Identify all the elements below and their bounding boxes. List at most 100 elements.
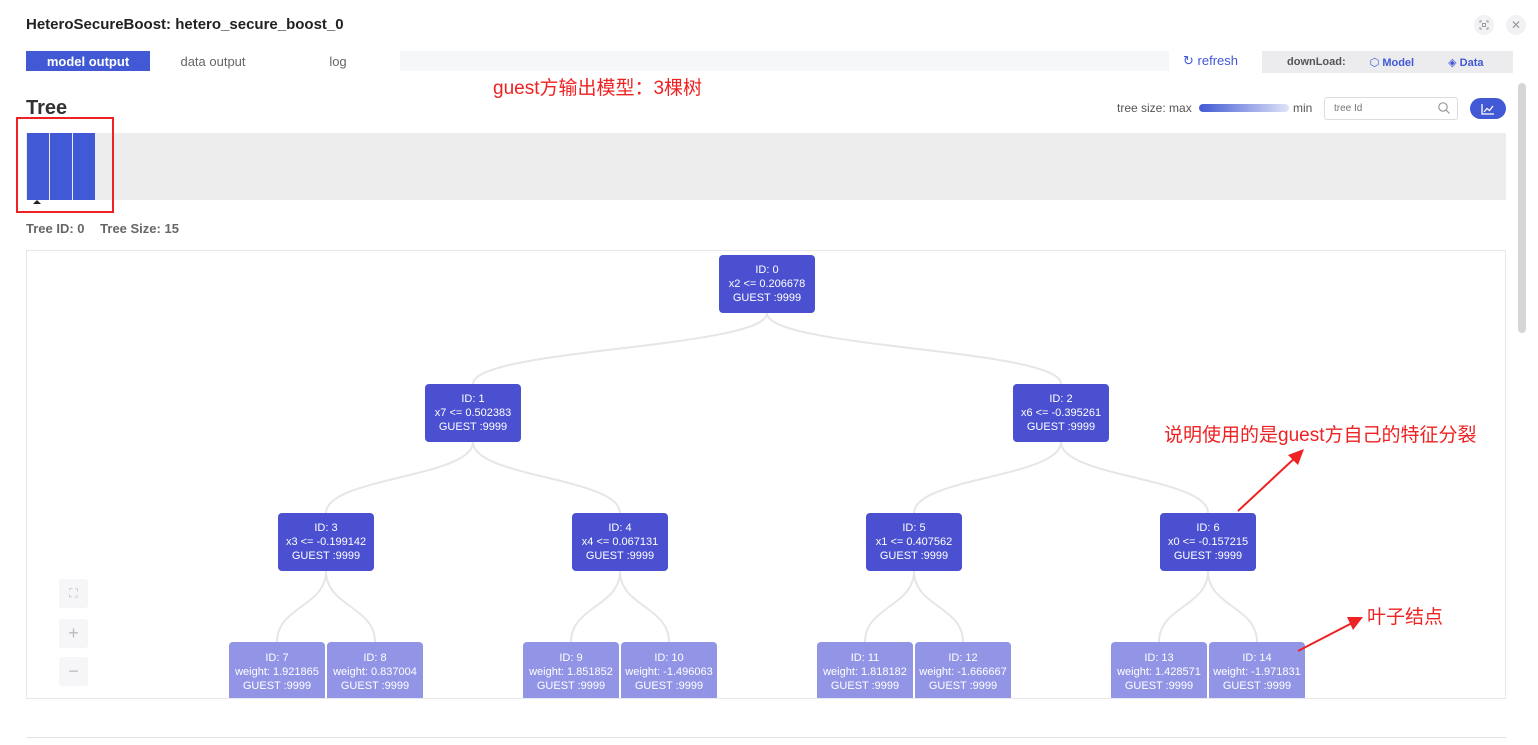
fit-view-icon[interactable]: ⛶ [59, 579, 88, 608]
node-rule: weight: -1.971831 [1213, 666, 1301, 678]
tree-bar-2[interactable] [73, 133, 95, 200]
node-rule: x0 <= -0.157215 [1167, 536, 1249, 548]
tree-id-info: Tree ID: 0 [26, 221, 85, 236]
fullscreen-glyph [1479, 20, 1489, 30]
node-rule: x7 <= 0.502383 [434, 407, 512, 419]
vertical-scrollbar[interactable] [1518, 83, 1526, 333]
tree-edge [1207, 570, 1258, 643]
node-id: ID: 13 [1144, 652, 1174, 664]
model-icon: ⬡ [1369, 56, 1380, 69]
node-party: GUEST :9999 [634, 680, 704, 692]
node-party: GUEST :9999 [1222, 680, 1292, 692]
node-id: ID: 6 [1196, 522, 1220, 534]
refresh-icon: ↻ [1183, 53, 1194, 68]
node-party: GUEST :9999 [536, 680, 606, 692]
tree-edge [325, 570, 376, 643]
tab-model-output[interactable]: model output [26, 51, 150, 71]
node-id: ID: 1 [461, 393, 485, 405]
node-id: ID: 4 [608, 522, 632, 534]
node-rule: weight: -1.666667 [919, 666, 1007, 678]
download-model-button[interactable]: ⬡ Model [1370, 56, 1414, 69]
dialog-title: HeteroSecureBoost: hetero_secure_boost_0 [26, 16, 344, 33]
tree-id-search-input[interactable] [1324, 97, 1458, 120]
tree-edge [1158, 570, 1209, 643]
node-party: GUEST :9999 [879, 550, 949, 562]
tab-data-output[interactable]: data output [150, 51, 276, 71]
chart-toggle-button[interactable] [1470, 98, 1506, 119]
download-data-label: Data [1459, 56, 1484, 69]
annotation-guest-model: guest方输出模型：3棵树 [493, 78, 703, 99]
node-id: ID: 7 [265, 652, 289, 664]
node-id: ID: 5 [902, 522, 926, 534]
tree-size-min-label: min [1293, 101, 1313, 115]
node-id: ID: 3 [314, 522, 338, 534]
tree-edge [276, 570, 327, 643]
layers-icon: ◈ [1448, 56, 1457, 69]
node-party: GUEST :9999 [1026, 421, 1096, 433]
bottom-divider [26, 737, 1506, 738]
node-party: GUEST :9999 [340, 680, 410, 692]
tree-edges [276, 312, 1258, 643]
tree-bar-0[interactable] [27, 133, 49, 200]
search-icon[interactable] [1437, 101, 1451, 115]
node-rule: weight: 1.851852 [529, 666, 613, 678]
close-icon[interactable]: ✕ [1506, 15, 1526, 35]
zoom-in-icon[interactable]: + [59, 619, 88, 648]
line-chart-icon [1481, 103, 1494, 115]
section-title: Tree [26, 97, 68, 119]
tab-log[interactable]: log [276, 51, 400, 71]
tree-info: Tree ID: 0 Tree Size: 15 [26, 221, 191, 236]
arrow-leaf [1297, 617, 1363, 652]
node-party: GUEST :9999 [1173, 550, 1243, 562]
download-model-label: Model [1382, 56, 1415, 69]
refresh-label: refresh [1197, 53, 1238, 68]
download-bar: downLoad: ⬡ Model ◈ Data [1262, 51, 1513, 73]
node-rule: weight: -1.496063 [625, 666, 713, 678]
refresh-button[interactable]: ↻ refresh [1183, 53, 1238, 69]
node-id: ID: 14 [1242, 652, 1272, 664]
annotation-guest-split: 说明使用的是guest方自己的特征分裂 [1164, 425, 1477, 446]
node-party: GUEST :9999 [242, 680, 312, 692]
node-rule: weight: 0.837004 [333, 666, 417, 678]
tree-edge [1060, 441, 1209, 514]
tree-edge [472, 312, 768, 385]
node-rule: weight: 1.921865 [235, 666, 319, 678]
node-party: GUEST :9999 [585, 550, 655, 562]
tree-edge [913, 570, 964, 643]
node-id: ID: 11 [850, 652, 880, 664]
tree-edge [619, 570, 670, 643]
tree-edge [913, 441, 1062, 514]
download-data-button[interactable]: ◈ Data [1448, 56, 1483, 69]
fullscreen-icon[interactable] [1474, 15, 1494, 35]
node-party: GUEST :9999 [438, 421, 508, 433]
node-rule: x2 <= 0.206678 [728, 278, 806, 290]
tree-bar-1[interactable] [50, 133, 72, 200]
node-party: GUEST :9999 [928, 680, 998, 692]
tree-selector-strip [26, 133, 1506, 200]
node-party: GUEST :9999 [732, 292, 802, 304]
tree-edge [472, 441, 621, 514]
tree-size-legend [1199, 104, 1289, 112]
node-rule: x3 <= -0.199142 [285, 536, 367, 548]
node-id: ID: 10 [654, 652, 684, 664]
zoom-out-icon[interactable]: − [59, 657, 88, 686]
tree-size-info: Tree Size: 15 [100, 221, 179, 236]
node-id: ID: 8 [363, 652, 387, 664]
